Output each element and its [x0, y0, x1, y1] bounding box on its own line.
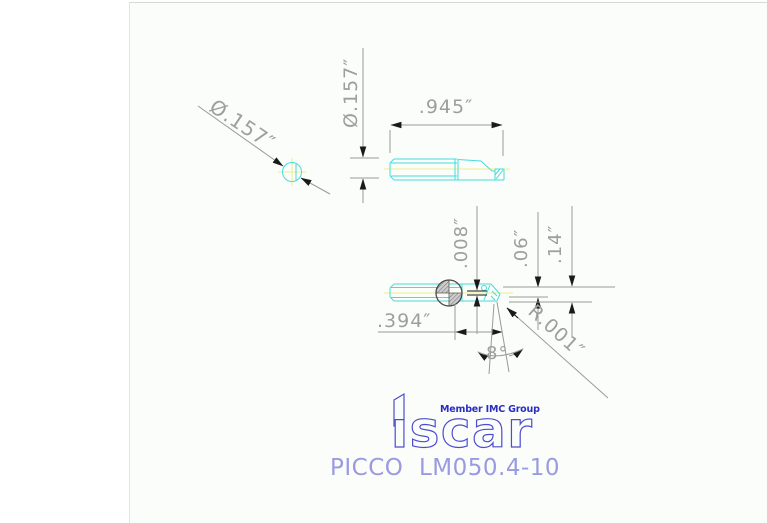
- head-large-label: .14″: [545, 225, 566, 264]
- reach-label: .394″: [377, 310, 431, 332]
- edge-offset-label: .008″: [451, 217, 472, 269]
- head-small-label: .06″: [511, 229, 532, 268]
- logo: Member IMC Group ıscar: [390, 392, 540, 460]
- side-view-tool-body: [384, 158, 510, 181]
- end-view-diameter-label: Ø.157″: [205, 94, 280, 155]
- detail-view-tip: [483, 283, 501, 302]
- overall-length-label: .945″: [419, 96, 473, 118]
- product-code-text: PICCO LM050.4-10: [330, 455, 560, 481]
- logo-brand-text: ıscar: [391, 401, 533, 459]
- radius-leader-arrow: [506, 307, 519, 319]
- quadrant-circle: [435, 279, 463, 307]
- angle-line-vertical: [488, 303, 495, 375]
- detail-view-insert-hole: [481, 285, 487, 291]
- end-view: Ø.157″: [197, 94, 331, 195]
- angle-arc: [477, 348, 524, 357]
- end-view-dim-leader-lower: [300, 177, 331, 195]
- side-view-tip-detail: [494, 168, 505, 180]
- detail-view: .008″ .06″ .14″ .394″ 8°: [377, 206, 615, 399]
- drawing-canvas: [129, 2, 767, 523]
- end-view-tool-circle: [282, 162, 302, 182]
- tip-angle-label: 8°: [486, 343, 508, 364]
- logo-i-flag-icon: [393, 392, 405, 428]
- radius-leader-line: [506, 307, 609, 399]
- side-view: Ø.157″ .945″: [340, 48, 510, 203]
- angle-line-slanted: [496, 301, 510, 373]
- end-view-dim-leader-upper: [197, 105, 284, 167]
- side-view-diameter-label: Ø.157″: [340, 58, 362, 128]
- logo-tagline: Member IMC Group: [440, 404, 540, 415]
